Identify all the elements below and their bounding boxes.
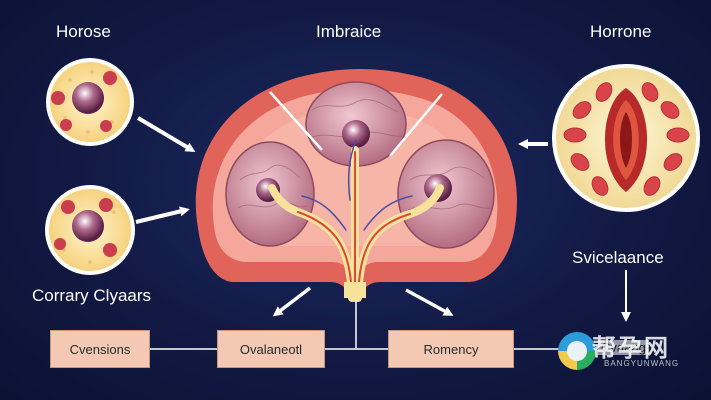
label-right-middle: Svicelaance	[572, 248, 664, 267]
box-romency: Romency	[388, 330, 514, 368]
cell-top-left	[46, 58, 134, 146]
label-top-left: Horose	[56, 22, 111, 41]
box-partial-label: Cvaang	[598, 340, 649, 355]
uterus	[195, 69, 517, 302]
watermark-subtext: BANGYUNWANG	[604, 359, 680, 368]
arrow-lower-right-diag	[405, 288, 454, 316]
arrow-top-left	[136, 116, 196, 153]
arrow-lower-left-diag	[272, 286, 312, 317]
watermark-text: 帮孕网	[592, 334, 670, 362]
cell-right	[552, 64, 700, 212]
arrow-lower-left	[135, 206, 190, 224]
label-top-right: Horrone	[590, 22, 652, 41]
label-left-lower: Corrary Clyaars	[32, 286, 152, 305]
watermark: Cvaang 帮孕网 BANGYUNWANG	[558, 328, 708, 374]
watermark-logo-icon	[558, 332, 596, 370]
cell-lower-left	[45, 185, 135, 275]
label-top-center: Imbraice	[316, 22, 382, 41]
box-cvensions: Cvensions	[50, 330, 150, 368]
box-ovalaneotl: Ovalaneotl	[217, 330, 325, 368]
